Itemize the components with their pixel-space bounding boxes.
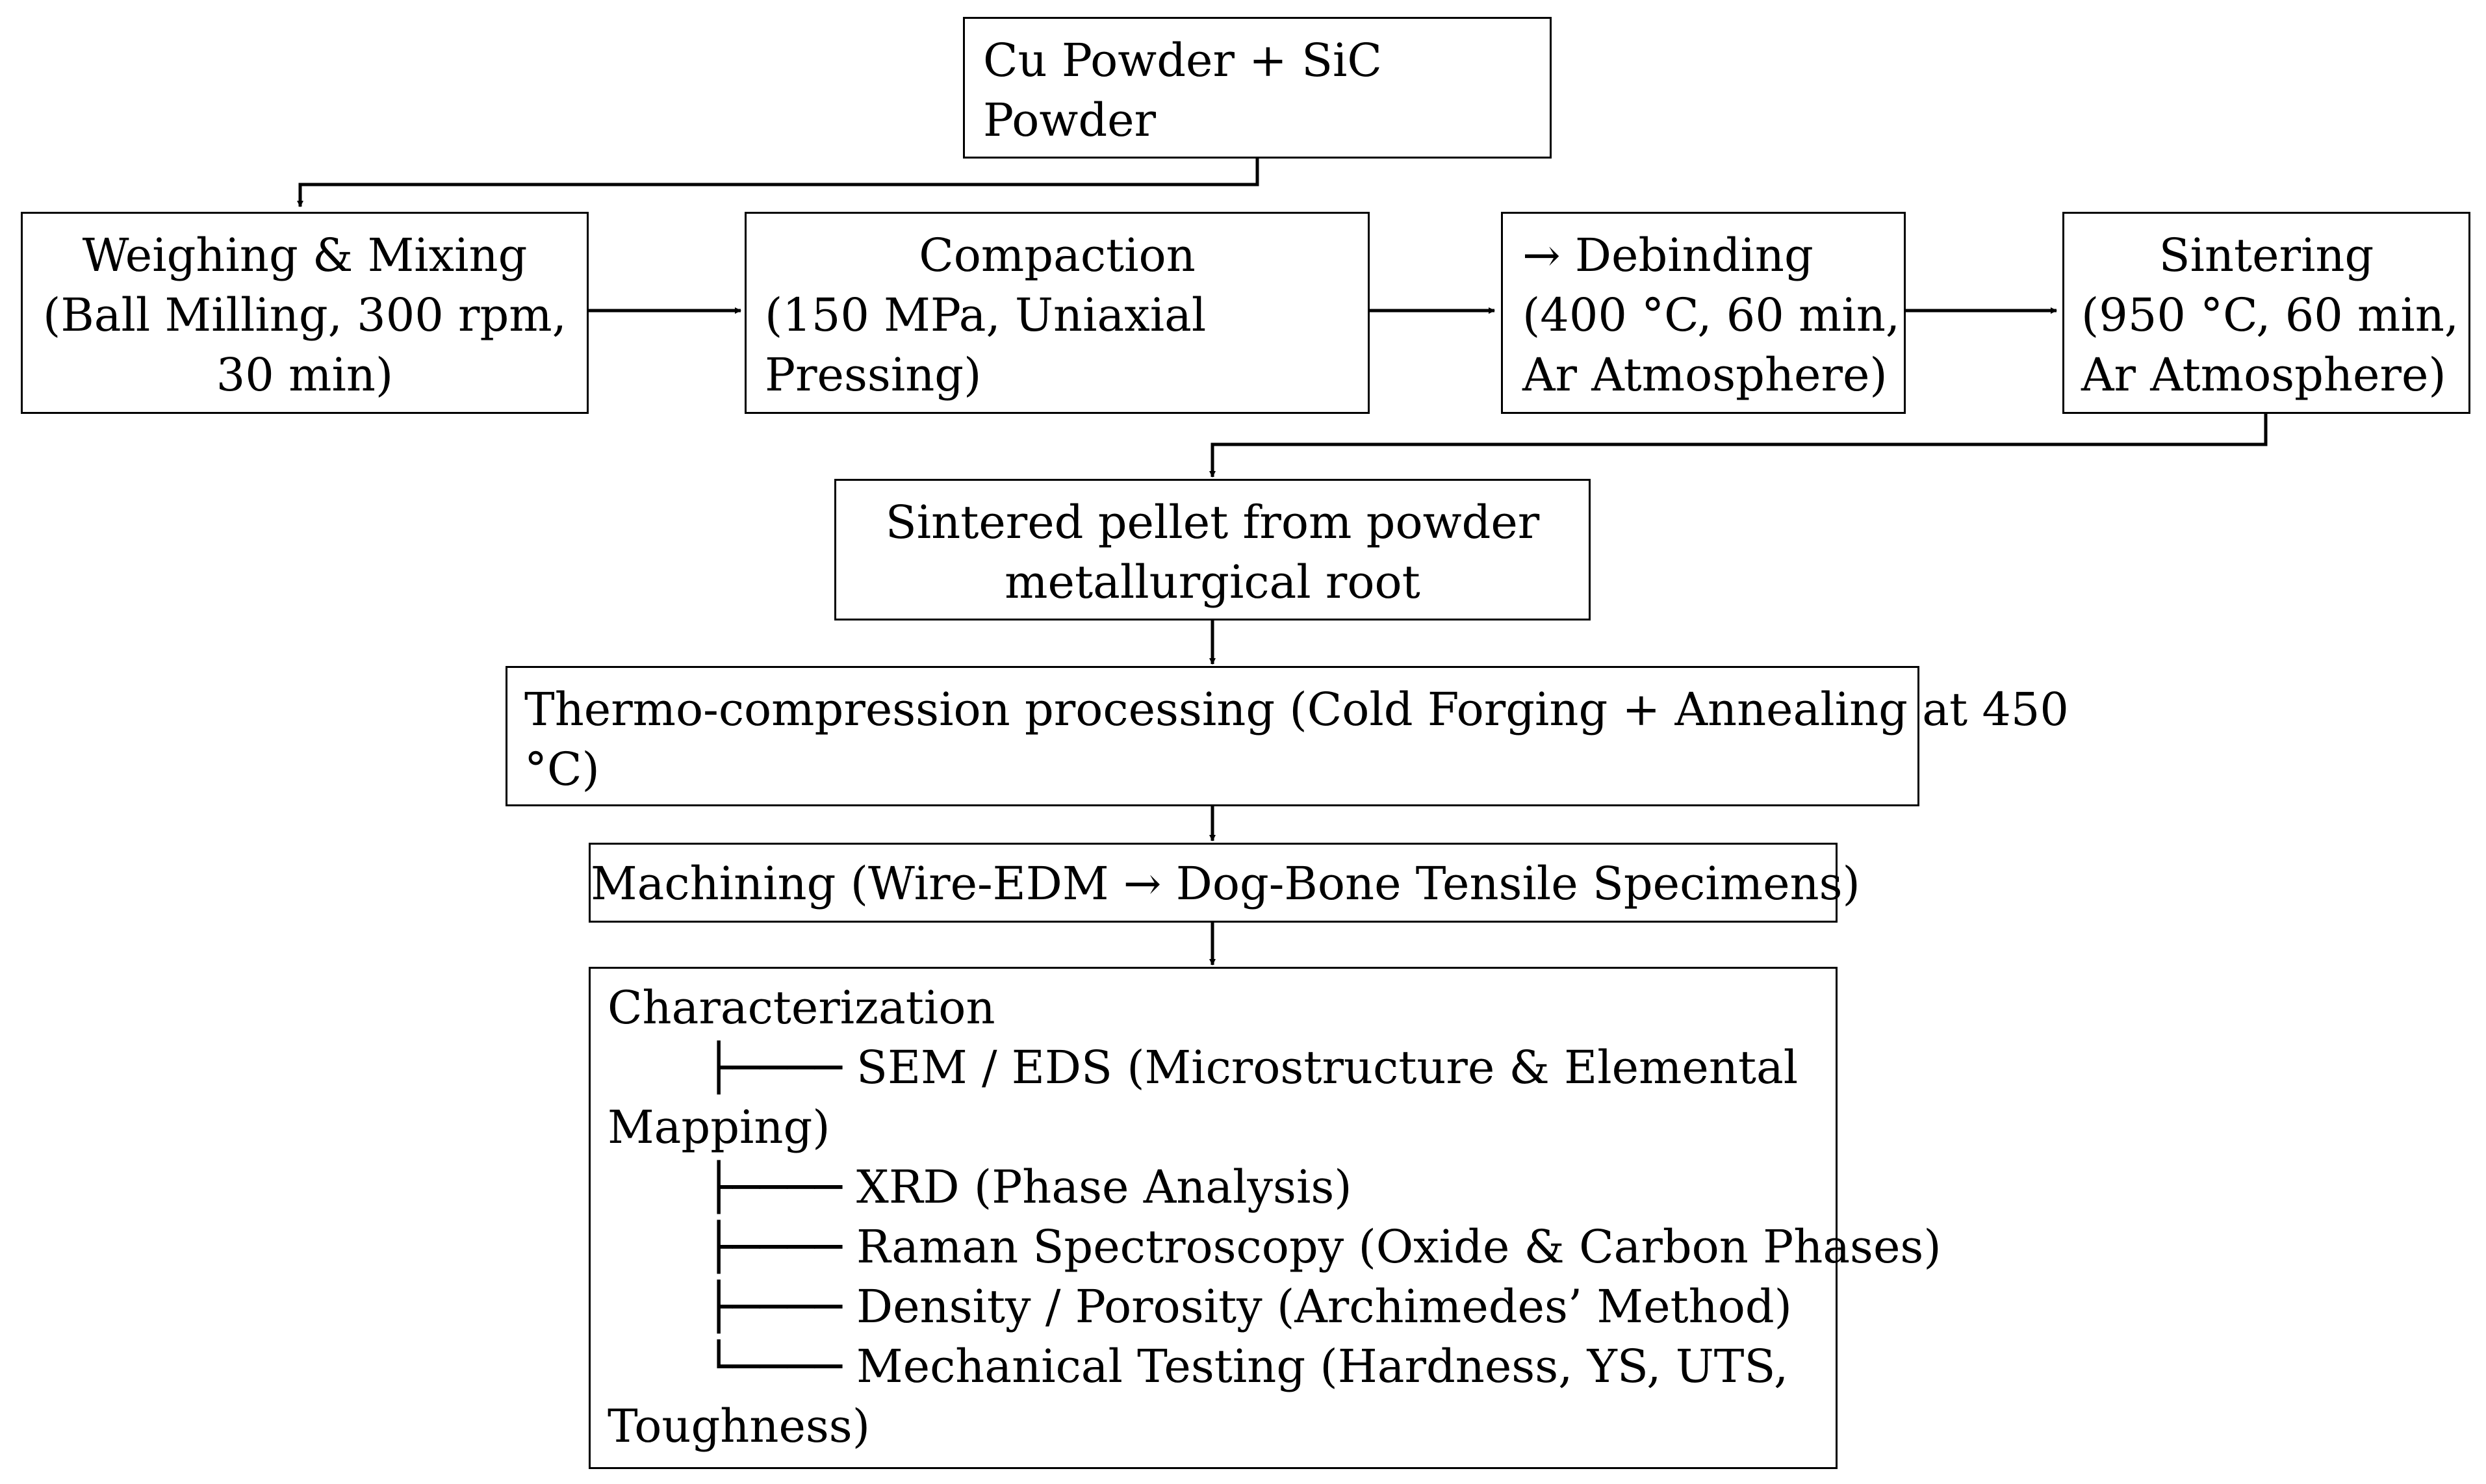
- node-input-line-1: Cu Powder + SiC: [983, 34, 1382, 87]
- node-input: Cu Powder + SiC Powder: [963, 17, 1552, 159]
- tree-corner-icon: └────: [705, 1340, 842, 1393]
- node-input-line-2: Powder: [983, 94, 1157, 147]
- characterization-title: Characterization: [608, 981, 995, 1034]
- node-weighing-line-2: (Ball Milling, 300 rpm,: [43, 288, 567, 342]
- node-sintering-line-1: Sintering: [2159, 229, 2374, 282]
- node-thermo-line-1: Thermo-compression processing (Cold Forg…: [524, 683, 2069, 736]
- characterization-list: Characterization ├──── SEM / EDS (Micros…: [608, 978, 1941, 1456]
- characterization-item-mechanical: └──── Mechanical Testing (Hardness, YS, …: [608, 1337, 1836, 1396]
- characterization-item-sem-eds-wrap: Mapping): [608, 1101, 830, 1154]
- tree-branch-icon: ├────: [705, 1041, 842, 1094]
- node-sintering-line-3: Ar Atmosphere): [2081, 348, 2446, 402]
- characterization-item-sem-eds: ├──── SEM / EDS (Microstructure & Elemen…: [608, 1038, 1836, 1097]
- node-weighing-line-3: 30 min): [216, 348, 394, 402]
- node-compaction-line-2: (150 MPa, Uniaxial: [765, 288, 1207, 342]
- node-pellet-line-2: metallurgical root: [1005, 556, 1420, 609]
- node-characterization: Characterization ├──── SEM / EDS (Micros…: [589, 967, 1941, 1469]
- tree-branch-icon: ├────: [705, 1280, 842, 1333]
- node-compaction-line-3: Pressing): [765, 348, 982, 402]
- node-compaction: Compaction (150 MPa, Uniaxial Pressing): [745, 212, 1370, 414]
- node-debinding-line-1: → Debinding: [1522, 229, 1813, 282]
- characterization-item-mechanical-wrap: Toughness): [608, 1400, 871, 1453]
- characterization-item-text: Density / Porosity (Archimedes’ Method): [856, 1280, 1792, 1333]
- characterization-item-text: Raman Spectroscopy (Oxide & Carbon Phase…: [856, 1220, 1941, 1273]
- characterization-item-raman: ├──── Raman Spectroscopy (Oxide & Carbon…: [608, 1217, 1941, 1277]
- node-debinding-line-3: Ar Atmosphere): [1522, 348, 1888, 402]
- characterization-item-text: XRD (Phase Analysis): [856, 1160, 1352, 1214]
- node-debinding: → Debinding (400 °C, 60 min, Ar Atmosphe…: [1501, 212, 1906, 414]
- node-thermo-line-2: °C): [524, 743, 600, 796]
- characterization-item-text: Mechanical Testing (Hardness, YS, UTS,: [856, 1340, 1789, 1393]
- node-sintered-pellet: Sintered pellet from powder metallurgica…: [834, 479, 1591, 620]
- node-thermo-compression: Thermo-compression processing (Cold Forg…: [506, 666, 2069, 806]
- node-debinding-line-2: (400 °C, 60 min,: [1522, 288, 1901, 342]
- node-sintering: Sintering (950 °C, 60 min, Ar Atmosphere…: [2062, 212, 2470, 414]
- node-compaction-line-1: Compaction: [919, 229, 1196, 282]
- edge-sintering-to-pellet: [1209, 414, 2268, 478]
- node-sintering-line-2: (950 °C, 60 min,: [2081, 288, 2459, 342]
- characterization-item-xrd: ├──── XRD (Phase Analysis): [608, 1157, 1836, 1217]
- node-weighing-line-1: Weighing & Mixing: [82, 229, 528, 282]
- node-machining: Machining (Wire-EDM → Dog-Bone Tensile S…: [589, 843, 1860, 923]
- node-weighing-mixing: Weighing & Mixing (Ball Milling, 300 rpm…: [21, 212, 589, 414]
- characterization-item-text: SEM / EDS (Microstructure & Elemental: [856, 1041, 1799, 1094]
- node-pellet-line-1: Sintered pellet from powder: [885, 496, 1540, 549]
- edge-input-to-weighing: [297, 159, 1259, 207]
- tree-branch-icon: ├────: [705, 1160, 842, 1214]
- node-machining-line-1: Machining (Wire-EDM → Dog-Bone Tensile S…: [591, 857, 1860, 910]
- characterization-item-density: ├──── Density / Porosity (Archimedes’ Me…: [608, 1277, 1836, 1337]
- tree-branch-icon: ├────: [705, 1220, 842, 1273]
